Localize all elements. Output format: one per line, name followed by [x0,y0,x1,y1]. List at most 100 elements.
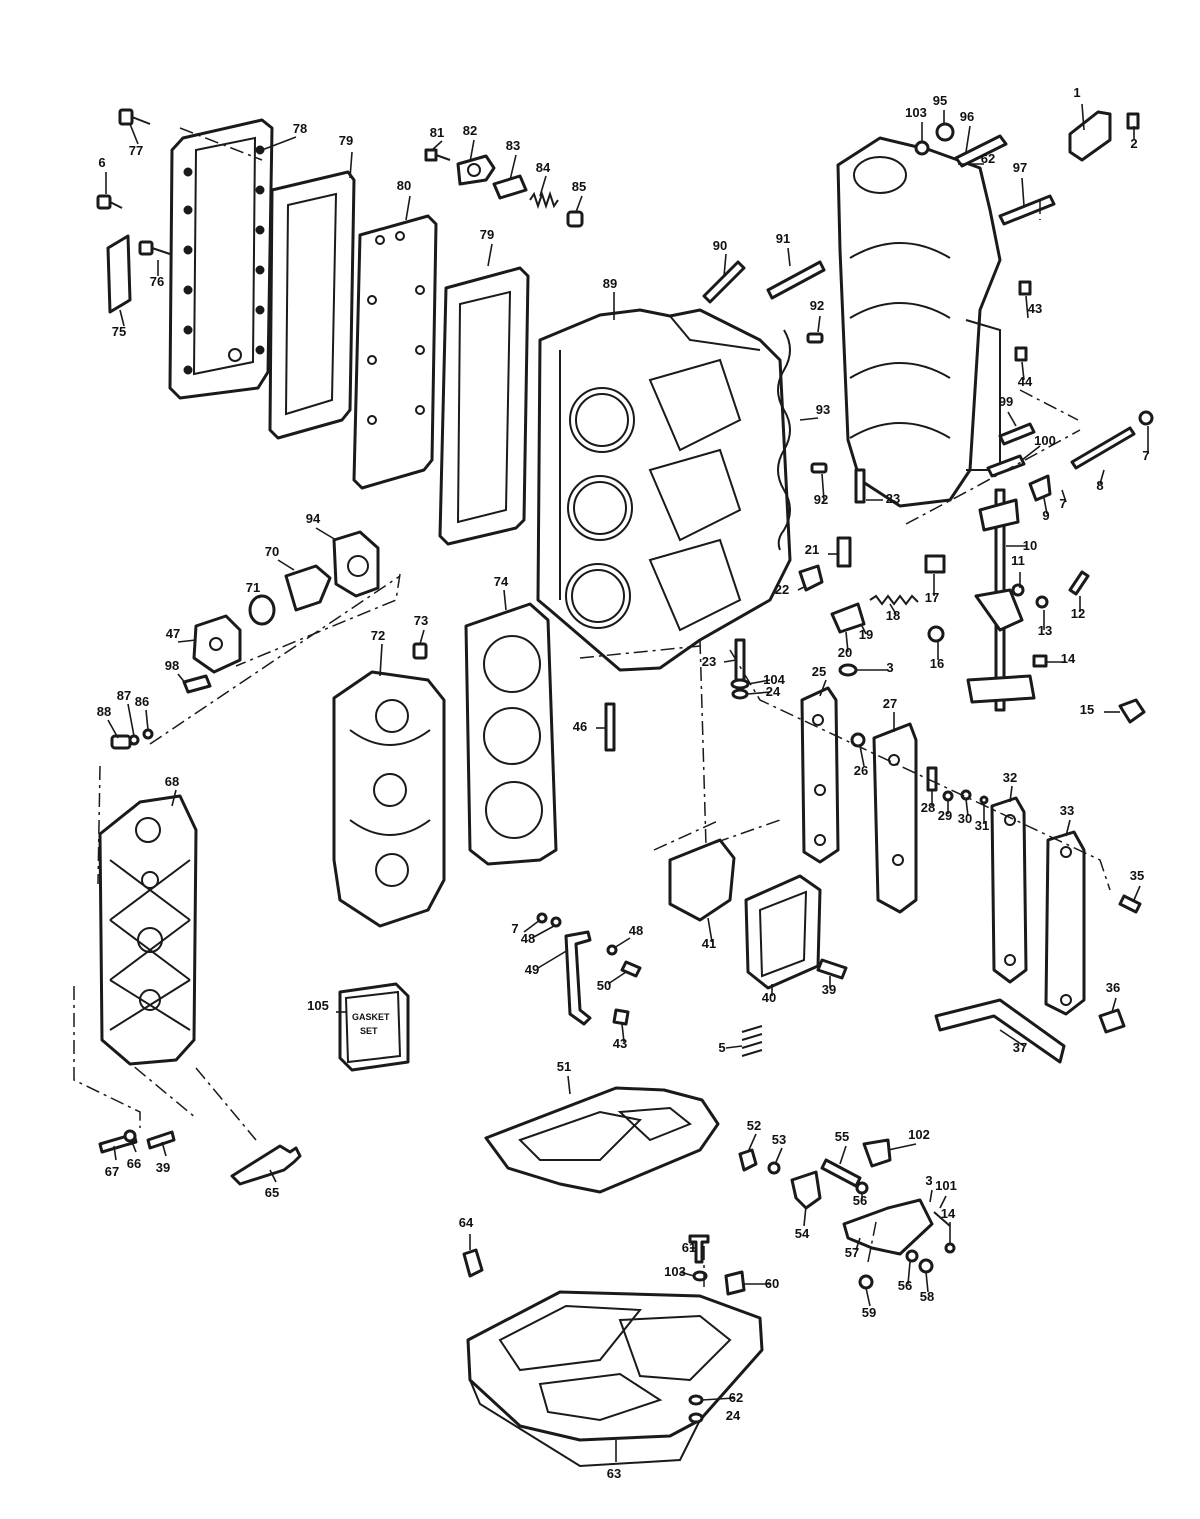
part-label-3: 3 [925,1173,932,1188]
part-label-10: 10 [1023,538,1037,553]
part-label-98: 98 [165,658,179,673]
part-label-1: 1 [1073,85,1080,100]
part-label-91: 91 [776,231,790,246]
screw-14-top [1032,654,1048,668]
stud-91 [766,260,826,300]
part-label-39: 39 [156,1160,170,1175]
leader-lines [105,103,1149,1462]
part-label-53: 53 [772,1132,786,1147]
bolt-61 [688,1234,710,1264]
part-label-104: 104 [763,672,785,687]
part-label-36: 36 [1106,980,1120,995]
part-label-23: 23 [886,491,900,506]
reference-lines [73,127,1111,1288]
part-label-41: 41 [702,936,716,951]
adapter-gasket-51 [484,1086,720,1194]
fitting-22 [798,564,824,592]
adapter-plate-63 [466,1290,764,1468]
part-label-103: 103 [664,1264,686,1279]
cylinder-head-cover-68 [98,794,198,1066]
part-label-63: 63 [607,1466,621,1481]
part-label-70: 70 [265,544,279,559]
nut-24-low [688,1412,704,1424]
fitting-36 [1098,1008,1126,1034]
washer-48-a [550,916,562,928]
bolt-76 [138,240,171,256]
part-label-8: 8 [1096,478,1103,493]
link-19 [830,602,866,634]
part-label-20: 20 [838,645,852,660]
head-gasket-74 [464,602,558,866]
part-label-47: 47 [166,626,180,641]
stud-90 [702,260,746,304]
part-label-81: 81 [430,125,444,140]
throttle-shaft [966,488,1036,712]
bushing-17 [924,554,946,574]
part-label-93: 93 [816,402,830,417]
part-label-75: 75 [112,324,126,339]
part-label-68: 68 [165,774,179,789]
part-label-21: 21 [805,542,819,557]
part-label-72: 72 [371,628,385,643]
bolt-43-top [1018,280,1032,296]
pin-92-a [806,332,824,344]
washer-87 [128,734,140,746]
knob-16 [927,625,945,643]
gasket-set-line1: GASKET [352,1012,390,1022]
plug-73 [412,642,428,660]
part-label-48: 48 [521,931,535,946]
seal-71 [248,594,276,626]
part-label-71: 71 [246,580,260,595]
cylinder-block [536,308,792,672]
part-label-48: 48 [629,923,643,938]
part-label-11: 11 [1011,553,1025,568]
part-label-86: 86 [135,694,149,709]
plate-33 [1044,830,1086,1016]
exhaust-gasket-79-b [438,266,530,546]
bracket-27 [872,722,918,914]
part-label-43: 43 [1028,301,1042,316]
pin-21 [836,536,852,568]
part-label-57: 57 [845,1245,859,1260]
spring-18 [869,594,919,606]
part-label-60: 60 [765,1276,779,1291]
bracket-57 [842,1198,934,1256]
part-label-55: 55 [835,1129,849,1144]
cover-82 [456,154,496,186]
part-label-23: 23 [702,654,716,669]
spring-clip-5 [741,1025,763,1057]
part-label-26: 26 [854,763,868,778]
rod-8 [1070,426,1136,470]
part-label-92: 92 [814,492,828,507]
part-label-62: 62 [729,1390,743,1405]
part-label-2: 2 [1130,136,1137,151]
part-label-79: 79 [339,133,353,148]
screw-12 [1068,570,1090,596]
bolt-100 [986,454,1026,478]
part-label-52: 52 [747,1118,761,1133]
part-label-7: 7 [1142,448,1149,463]
part-label-97: 97 [1013,160,1027,175]
part-label-13: 13 [1038,623,1052,638]
stud-23-top [854,468,866,504]
reed-block-40 [744,874,822,990]
part-label-82: 82 [463,123,477,138]
nut-24-top [731,688,749,700]
part-label-9: 9 [1042,508,1049,523]
part-label-46: 46 [573,719,587,734]
part-label-29: 29 [938,808,952,823]
washer-103-top [914,140,930,156]
stud-23-mid [734,638,746,682]
part-label-56: 56 [853,1193,867,1208]
clip-101 [933,1211,951,1227]
part-label-28: 28 [921,800,935,815]
part-label-39: 39 [822,982,836,997]
part-label-19: 19 [859,627,873,642]
part-label-25: 25 [812,664,826,679]
valve-85 [566,210,584,228]
part-label-61: 61 [682,1240,696,1255]
gasket-41 [668,838,736,922]
bushing-60 [724,1270,746,1296]
screw-43-mid [612,1008,630,1026]
bolt-98 [182,674,212,694]
